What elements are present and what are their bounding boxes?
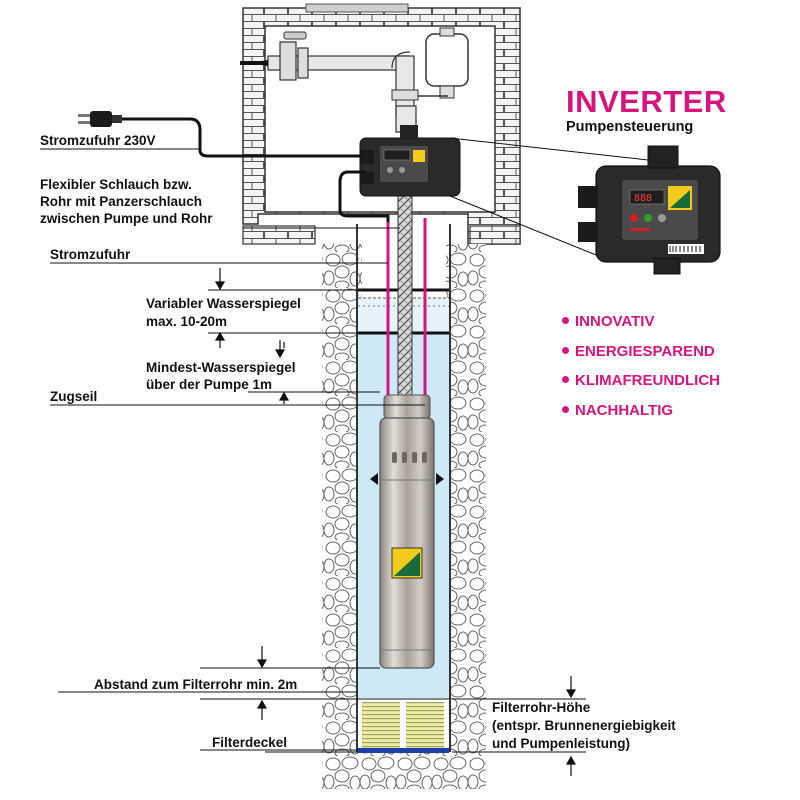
filter-cap bbox=[358, 748, 449, 753]
leader-lines bbox=[40, 148, 586, 753]
controller-large: 888 bbox=[578, 145, 721, 275]
inverter-subtitle: Pumpensteuerung bbox=[566, 119, 694, 135]
pressure-tank bbox=[418, 27, 469, 99]
filter-pipe bbox=[358, 698, 449, 753]
controller-small bbox=[359, 125, 461, 197]
bullet-dot bbox=[562, 376, 569, 383]
submersible-pump bbox=[370, 394, 444, 669]
power-plug bbox=[78, 111, 122, 127]
feature-item: ENERGIESPAREND bbox=[562, 343, 720, 373]
label-hose-line1: Flexibler Schlauch bzw. bbox=[40, 177, 192, 192]
label-hose-line2: Rohr mit Panzerschlauch bbox=[40, 194, 203, 209]
display-readout-glyphs: 888 bbox=[634, 193, 652, 204]
label-variable-water-level-line2: max. 10-20m bbox=[146, 314, 228, 329]
inverter-title: INVERTER bbox=[566, 84, 727, 119]
label-pull-rope: Zugseil bbox=[50, 389, 98, 404]
label-filter-cap: Filterdeckel bbox=[212, 735, 288, 750]
feature-item: INNOVATIV bbox=[562, 313, 720, 343]
mains-cable bbox=[122, 117, 362, 158]
label-min-water-level-line2: über der Pumpe 1m bbox=[146, 377, 273, 392]
label-power-supply: Stromzufuhr bbox=[50, 247, 131, 262]
feature-item: KLIMAFREUNDLICH bbox=[562, 372, 720, 402]
label-hose-line3: zwischen Pumpe und Rohr bbox=[40, 211, 213, 226]
label-filter-height-line2: (entspr. Brunnenergiebigkeit bbox=[492, 718, 676, 733]
bullet-dot bbox=[562, 346, 569, 354]
feature-list: INNOVATIV ENERGIESPAREND KLIMAFREUNDLICH… bbox=[562, 313, 720, 431]
label-filter-height-line3: und Pumpenleistung) bbox=[492, 736, 630, 751]
outlet-pipe bbox=[267, 31, 419, 133]
dimension-arrows bbox=[214, 268, 577, 776]
label-filter-distance: Abstand zum Filterrohr min. 2m bbox=[94, 677, 298, 692]
label-filter-height-line1: Filterrohr-Höhe bbox=[492, 700, 591, 715]
label-power-supply-230v: Stromzufuhr 230V bbox=[40, 133, 156, 148]
bullet-dot bbox=[562, 317, 569, 324]
label-min-water-level-line1: Mindest-Wasserspiegel bbox=[146, 360, 296, 375]
bullet-dot bbox=[562, 405, 569, 413]
label-variable-water-level-line1: Variabler Wasserspiegel bbox=[146, 296, 301, 311]
feature-item: NACHHALTIG bbox=[562, 402, 720, 432]
flexible-hose bbox=[397, 195, 413, 403]
